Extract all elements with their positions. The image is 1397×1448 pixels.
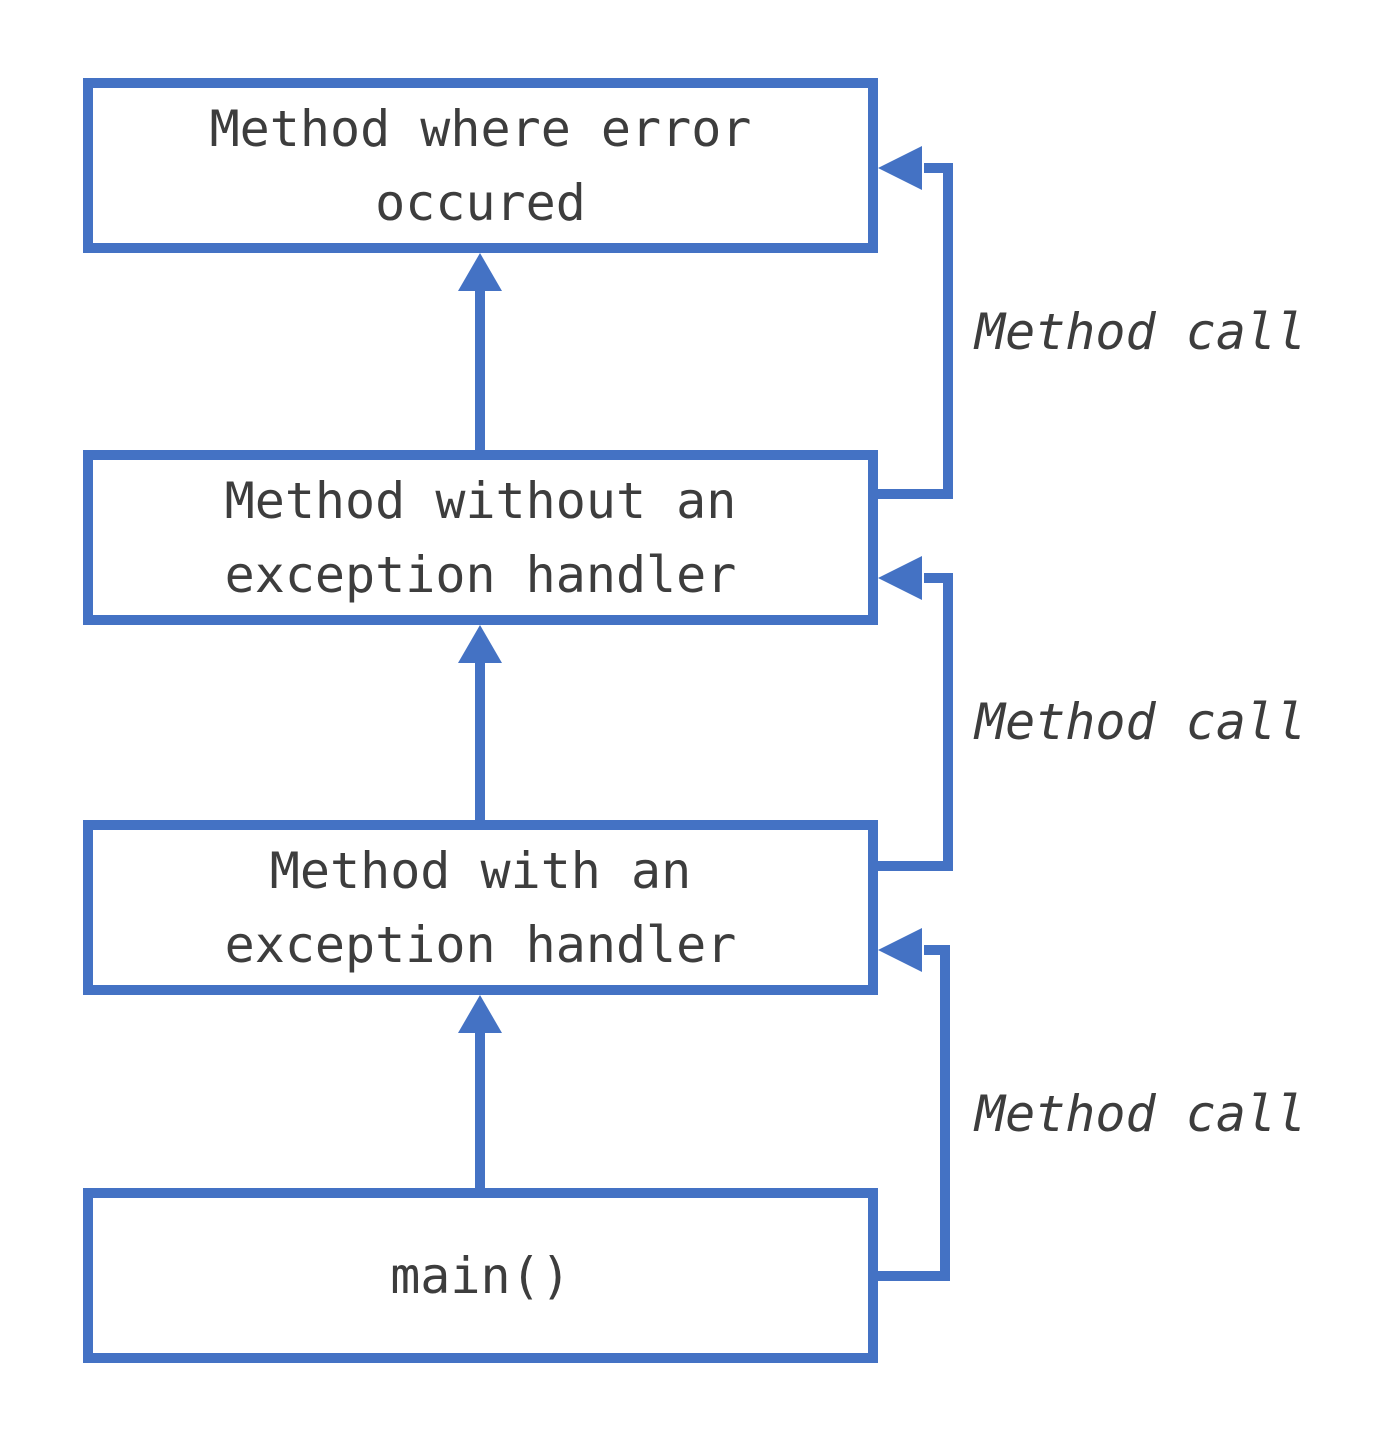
arrow-up-head-icon (458, 995, 502, 1033)
box-label-line: exception handler (224, 915, 737, 974)
method-call-label-1: Method call (975, 303, 1307, 361)
call-stack-up-arrow-1 (458, 253, 502, 455)
method-call-label-3: Method call (975, 1085, 1307, 1143)
arrow-left-head-icon (878, 146, 922, 190)
box-main: main() (83, 1188, 878, 1363)
arrow-left-head-icon (878, 928, 922, 972)
arrow-shaft (475, 1031, 485, 1193)
box-label-line: Method with an (269, 841, 692, 900)
method-call-label-2: Method call (975, 693, 1307, 751)
box-method-without-exception-handler: Method without an exception handler (83, 450, 878, 625)
call-stack-up-arrow-2 (458, 625, 502, 825)
connector-line (872, 573, 953, 871)
arrow-shaft (475, 661, 485, 825)
method-call-connector-1 (872, 146, 953, 499)
arrow-shaft (475, 289, 485, 455)
arrow-up-head-icon (458, 625, 502, 663)
method-call-connector-2 (872, 556, 953, 871)
call-stack-up-arrow-3 (458, 995, 502, 1193)
connector-line (872, 163, 953, 499)
arrow-left-head-icon (878, 556, 922, 600)
connector-line (872, 945, 950, 1281)
box-label-line: occured (375, 173, 586, 232)
box-label-line: Method without an (224, 471, 737, 530)
box-label-line: main() (390, 1246, 571, 1305)
box-method-where-error-occured: Method where error occured (83, 78, 878, 253)
box-label-line: Method where error (209, 99, 752, 158)
box-label-line: exception handler (224, 545, 737, 604)
arrow-up-head-icon (458, 253, 502, 291)
method-call-connector-3 (872, 928, 950, 1281)
box-method-with-exception-handler: Method with an exception handler (83, 820, 878, 995)
